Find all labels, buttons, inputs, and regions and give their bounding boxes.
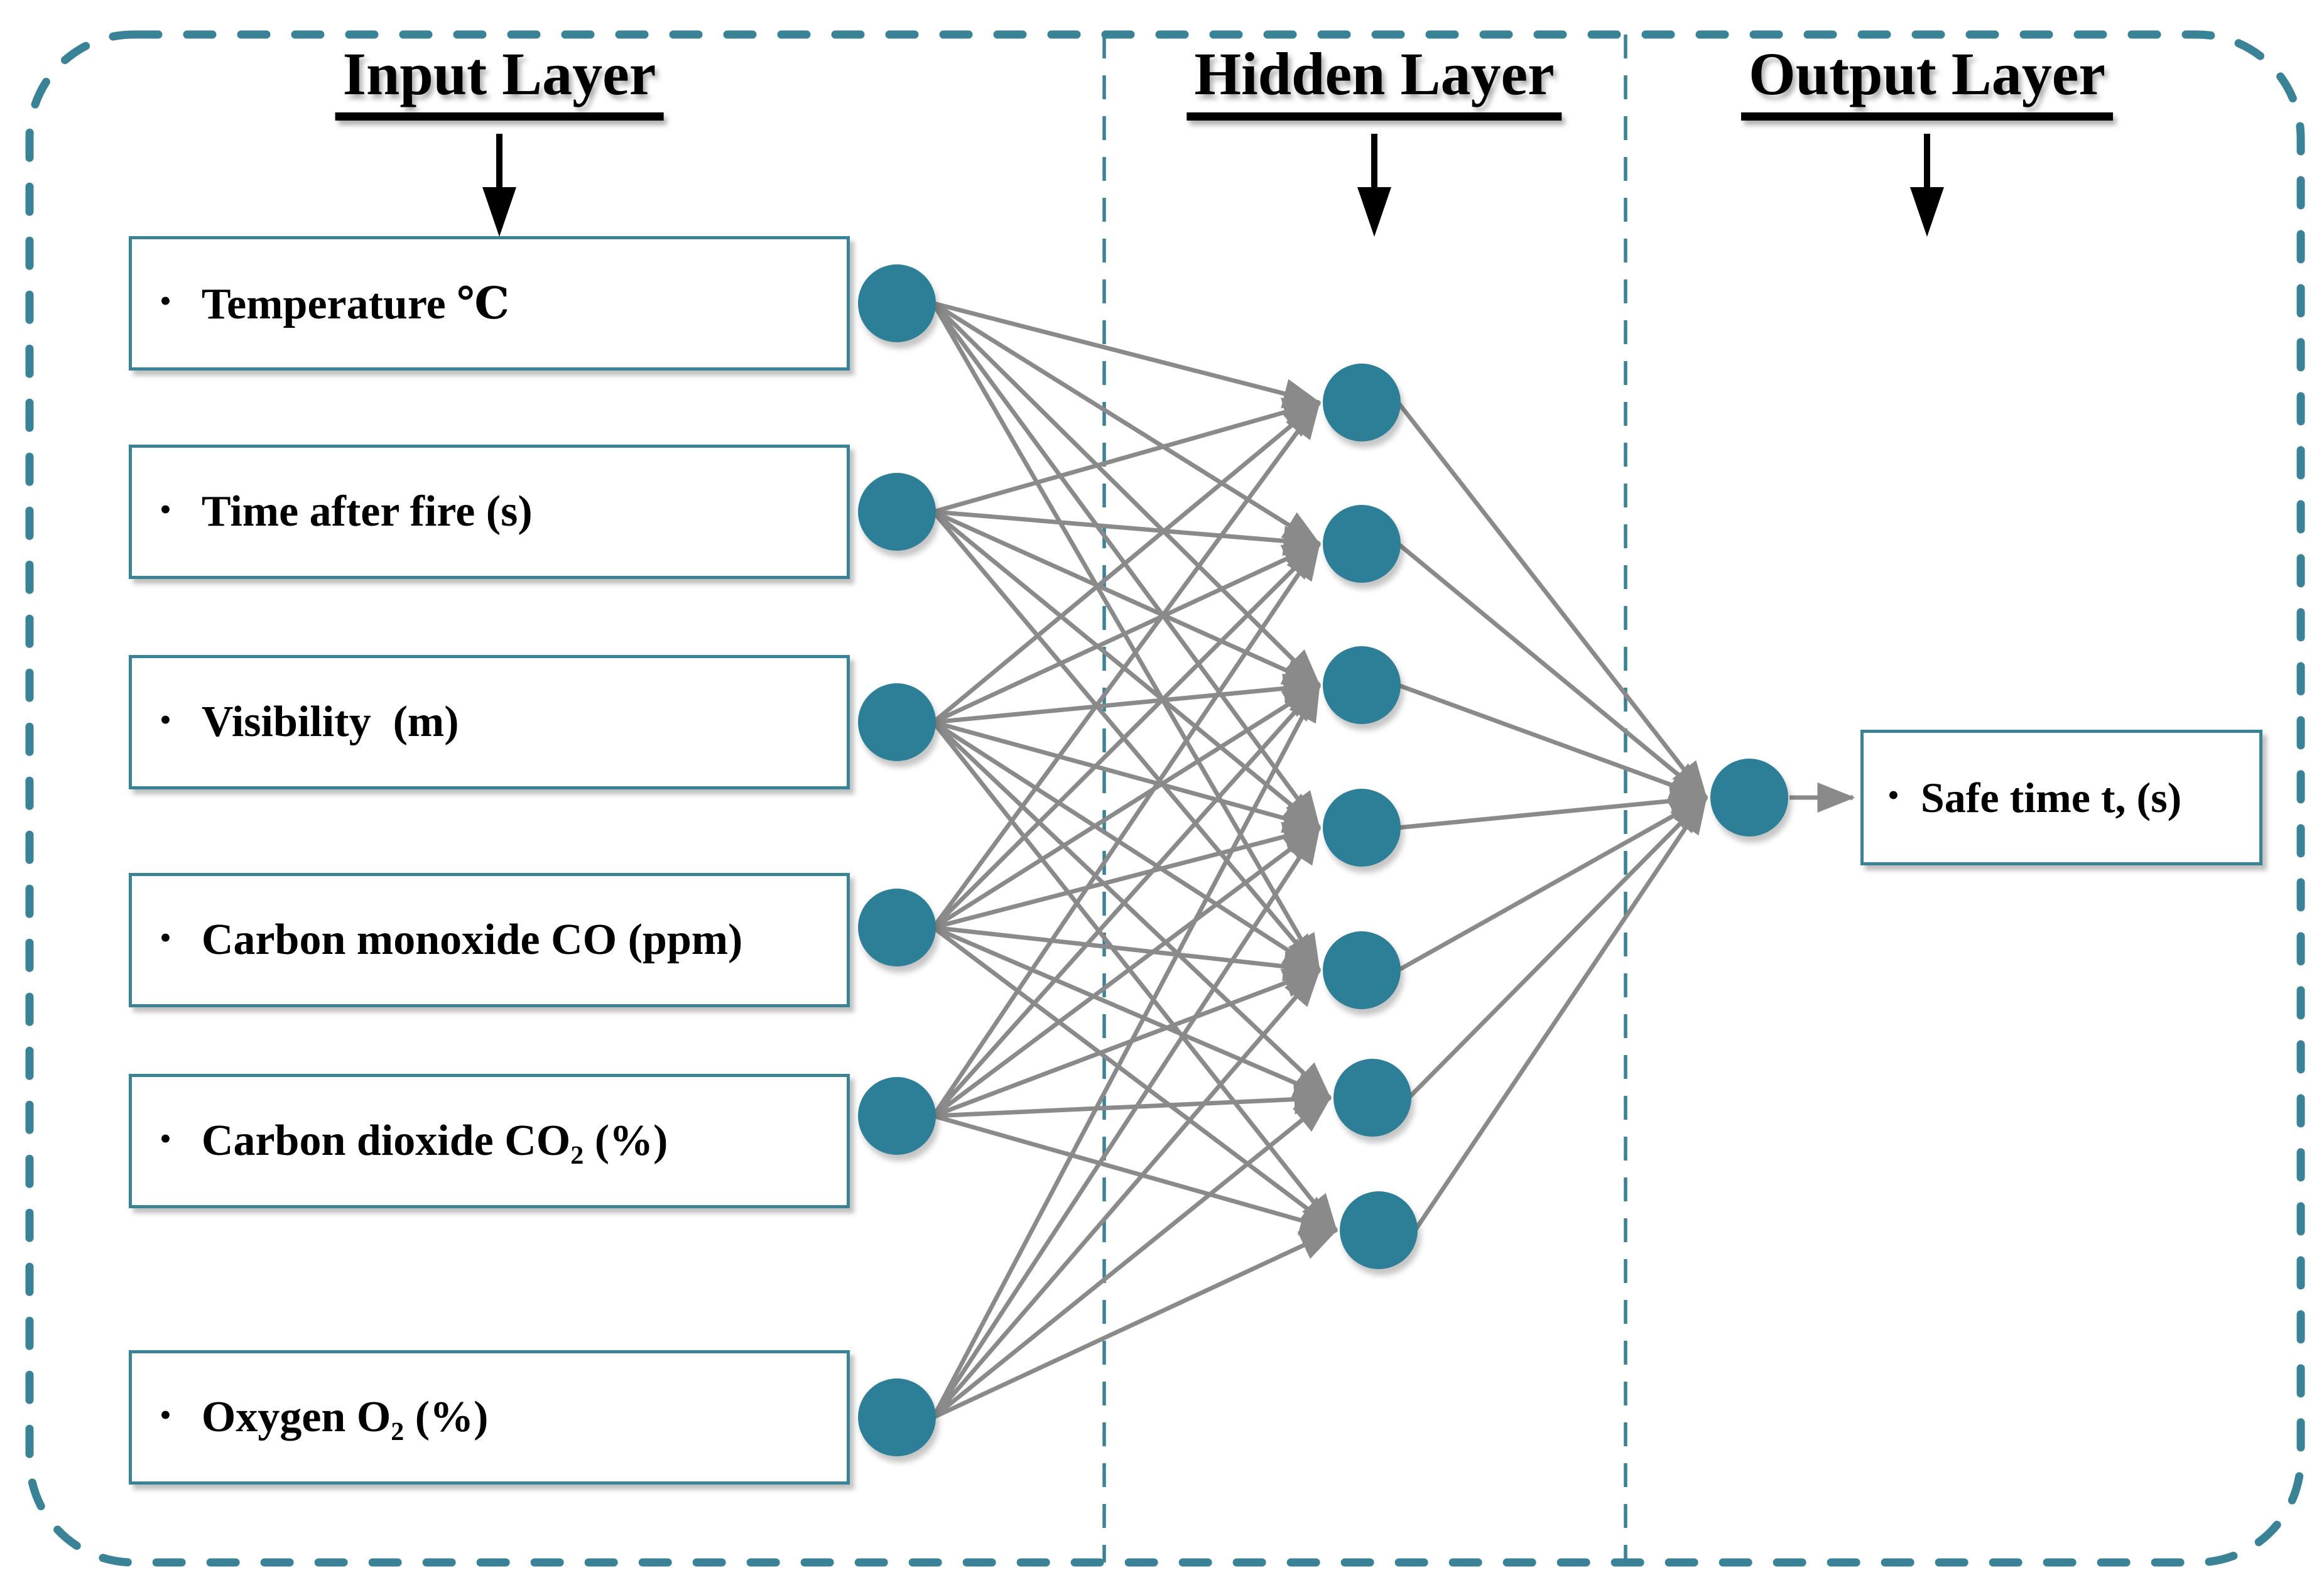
- edge-input3-hidden3: [933, 673, 1322, 725]
- hidden-node-5: [1323, 931, 1401, 1009]
- input-box-2: • Time after fire (s): [129, 445, 850, 579]
- edge-input5-hidden3: [931, 683, 1321, 1118]
- edge-input6-hidden7: [932, 1228, 1338, 1420]
- edge-input2-hidden4: [931, 510, 1321, 830]
- edge-input4-hidden4: [933, 821, 1322, 930]
- down-arrow-head-icon: [482, 187, 516, 237]
- layer-title-arrows: [482, 134, 1944, 237]
- edge-input4-hidden3: [932, 683, 1322, 929]
- input-box-label: Oxygen O₂ (%): [201, 1393, 489, 1441]
- hidden-node-7: [1340, 1191, 1418, 1269]
- edge-input6-hidden4: [931, 825, 1321, 1419]
- edge-hidden1-output: [1396, 401, 1708, 799]
- input-box-label: Carbon dioxide CO₂ (%): [201, 1117, 668, 1165]
- hidden-node-6: [1333, 1059, 1411, 1137]
- input-box-label: Temperature ℃: [201, 280, 510, 328]
- edge-input1-hidden4: [931, 301, 1321, 830]
- edge-input5-hidden6: [933, 1084, 1332, 1118]
- input-node-5: [858, 1077, 936, 1155]
- edge-input4-hidden6: [932, 925, 1332, 1100]
- bullet-icon: •: [160, 490, 171, 528]
- edge-hidden2-output: [1396, 542, 1708, 799]
- edge-input4-hidden7: [931, 926, 1338, 1232]
- input-node-1: [858, 264, 936, 342]
- edge-input5-hidden2: [931, 542, 1321, 1117]
- bullet-icon: •: [1887, 776, 1899, 814]
- hidden-node-4: [1323, 789, 1401, 867]
- down-arrow-head-icon: [1357, 187, 1391, 237]
- edge-input2-hidden3: [932, 509, 1322, 688]
- connection-edges: [931, 301, 1855, 1420]
- hidden-node-3: [1323, 646, 1401, 724]
- edge-hidden4-output: [1398, 786, 1708, 830]
- hidden-node-2: [1323, 505, 1401, 583]
- edge-input5-hidden4: [931, 826, 1321, 1118]
- edge-input2-hidden5: [931, 510, 1321, 972]
- edge-input1-hidden5: [931, 302, 1322, 973]
- outer-dashed-border: [25, 30, 2305, 1567]
- edge-input3-hidden2: [932, 541, 1322, 725]
- input-node-3: [858, 683, 936, 761]
- down-arrow-head-icon: [1910, 187, 1944, 237]
- layer-separators: [1102, 35, 1627, 1562]
- edge-input1-hidden3: [931, 301, 1321, 687]
- edge-hidden3-output: [1397, 683, 1708, 800]
- edge-input5-hidden5: [932, 968, 1322, 1118]
- input-box-4: • Carbon monoxide CO (ppm): [129, 873, 850, 1007]
- input-node-6: [858, 1378, 936, 1456]
- safe-time-box: • Safe time t, (s): [1860, 730, 2262, 865]
- edge-input1-hidden2: [932, 301, 1322, 546]
- input-box-label: Carbon monoxide CO (ppm): [201, 916, 743, 964]
- input-box-1: • Temperature ℃: [129, 236, 850, 371]
- edge-hidden6-output: [1407, 796, 1708, 1100]
- edge-hidden7-output: [1413, 796, 1708, 1231]
- output-node: [1710, 759, 1788, 836]
- edge-input2-hidden1: [933, 398, 1322, 514]
- bullet-icon: •: [160, 1120, 171, 1157]
- bullet-icon: •: [160, 282, 171, 320]
- edge-input4-hidden5: [933, 925, 1322, 982]
- edge-input3-hidden1: [931, 401, 1321, 724]
- hidden-node-1: [1323, 364, 1401, 441]
- input-box-5: • Carbon dioxide CO₂ (%): [129, 1074, 850, 1208]
- layer-title-output: Output Layer: [1740, 40, 2114, 121]
- layer-title-hidden: Hidden Layer: [1186, 40, 1562, 121]
- safe-time-label: Safe time t, (s): [1920, 773, 2182, 821]
- input-box-3: • Visibility (m): [129, 655, 850, 789]
- layer-title-input: Input Layer: [335, 40, 664, 121]
- edge-input5-hidden7: [933, 1113, 1338, 1235]
- edge-input6-hidden3: [931, 683, 1322, 1419]
- bullet-icon: •: [160, 701, 171, 739]
- edge-input3-hidden7: [931, 720, 1338, 1232]
- input-box-6: • Oxygen O₂ (%): [129, 1350, 850, 1485]
- edge-input2-hidden2: [933, 509, 1322, 556]
- edge-input4-hidden1: [931, 401, 1321, 929]
- edge-input4-hidden2: [931, 542, 1321, 929]
- input-node-2: [858, 473, 936, 551]
- edge-input1-hidden1: [933, 301, 1322, 409]
- edge-hidden5-output: [1397, 795, 1708, 973]
- input-node-4: [858, 889, 936, 966]
- input-box-label: Time after fire (s): [201, 487, 533, 536]
- bullet-icon: •: [160, 919, 171, 956]
- bullet-icon: •: [160, 1396, 171, 1434]
- input-box-label: Visibility (m): [201, 698, 459, 746]
- edge-input6-hidden6: [931, 1096, 1332, 1419]
- edge-input6-hidden5: [931, 968, 1321, 1419]
